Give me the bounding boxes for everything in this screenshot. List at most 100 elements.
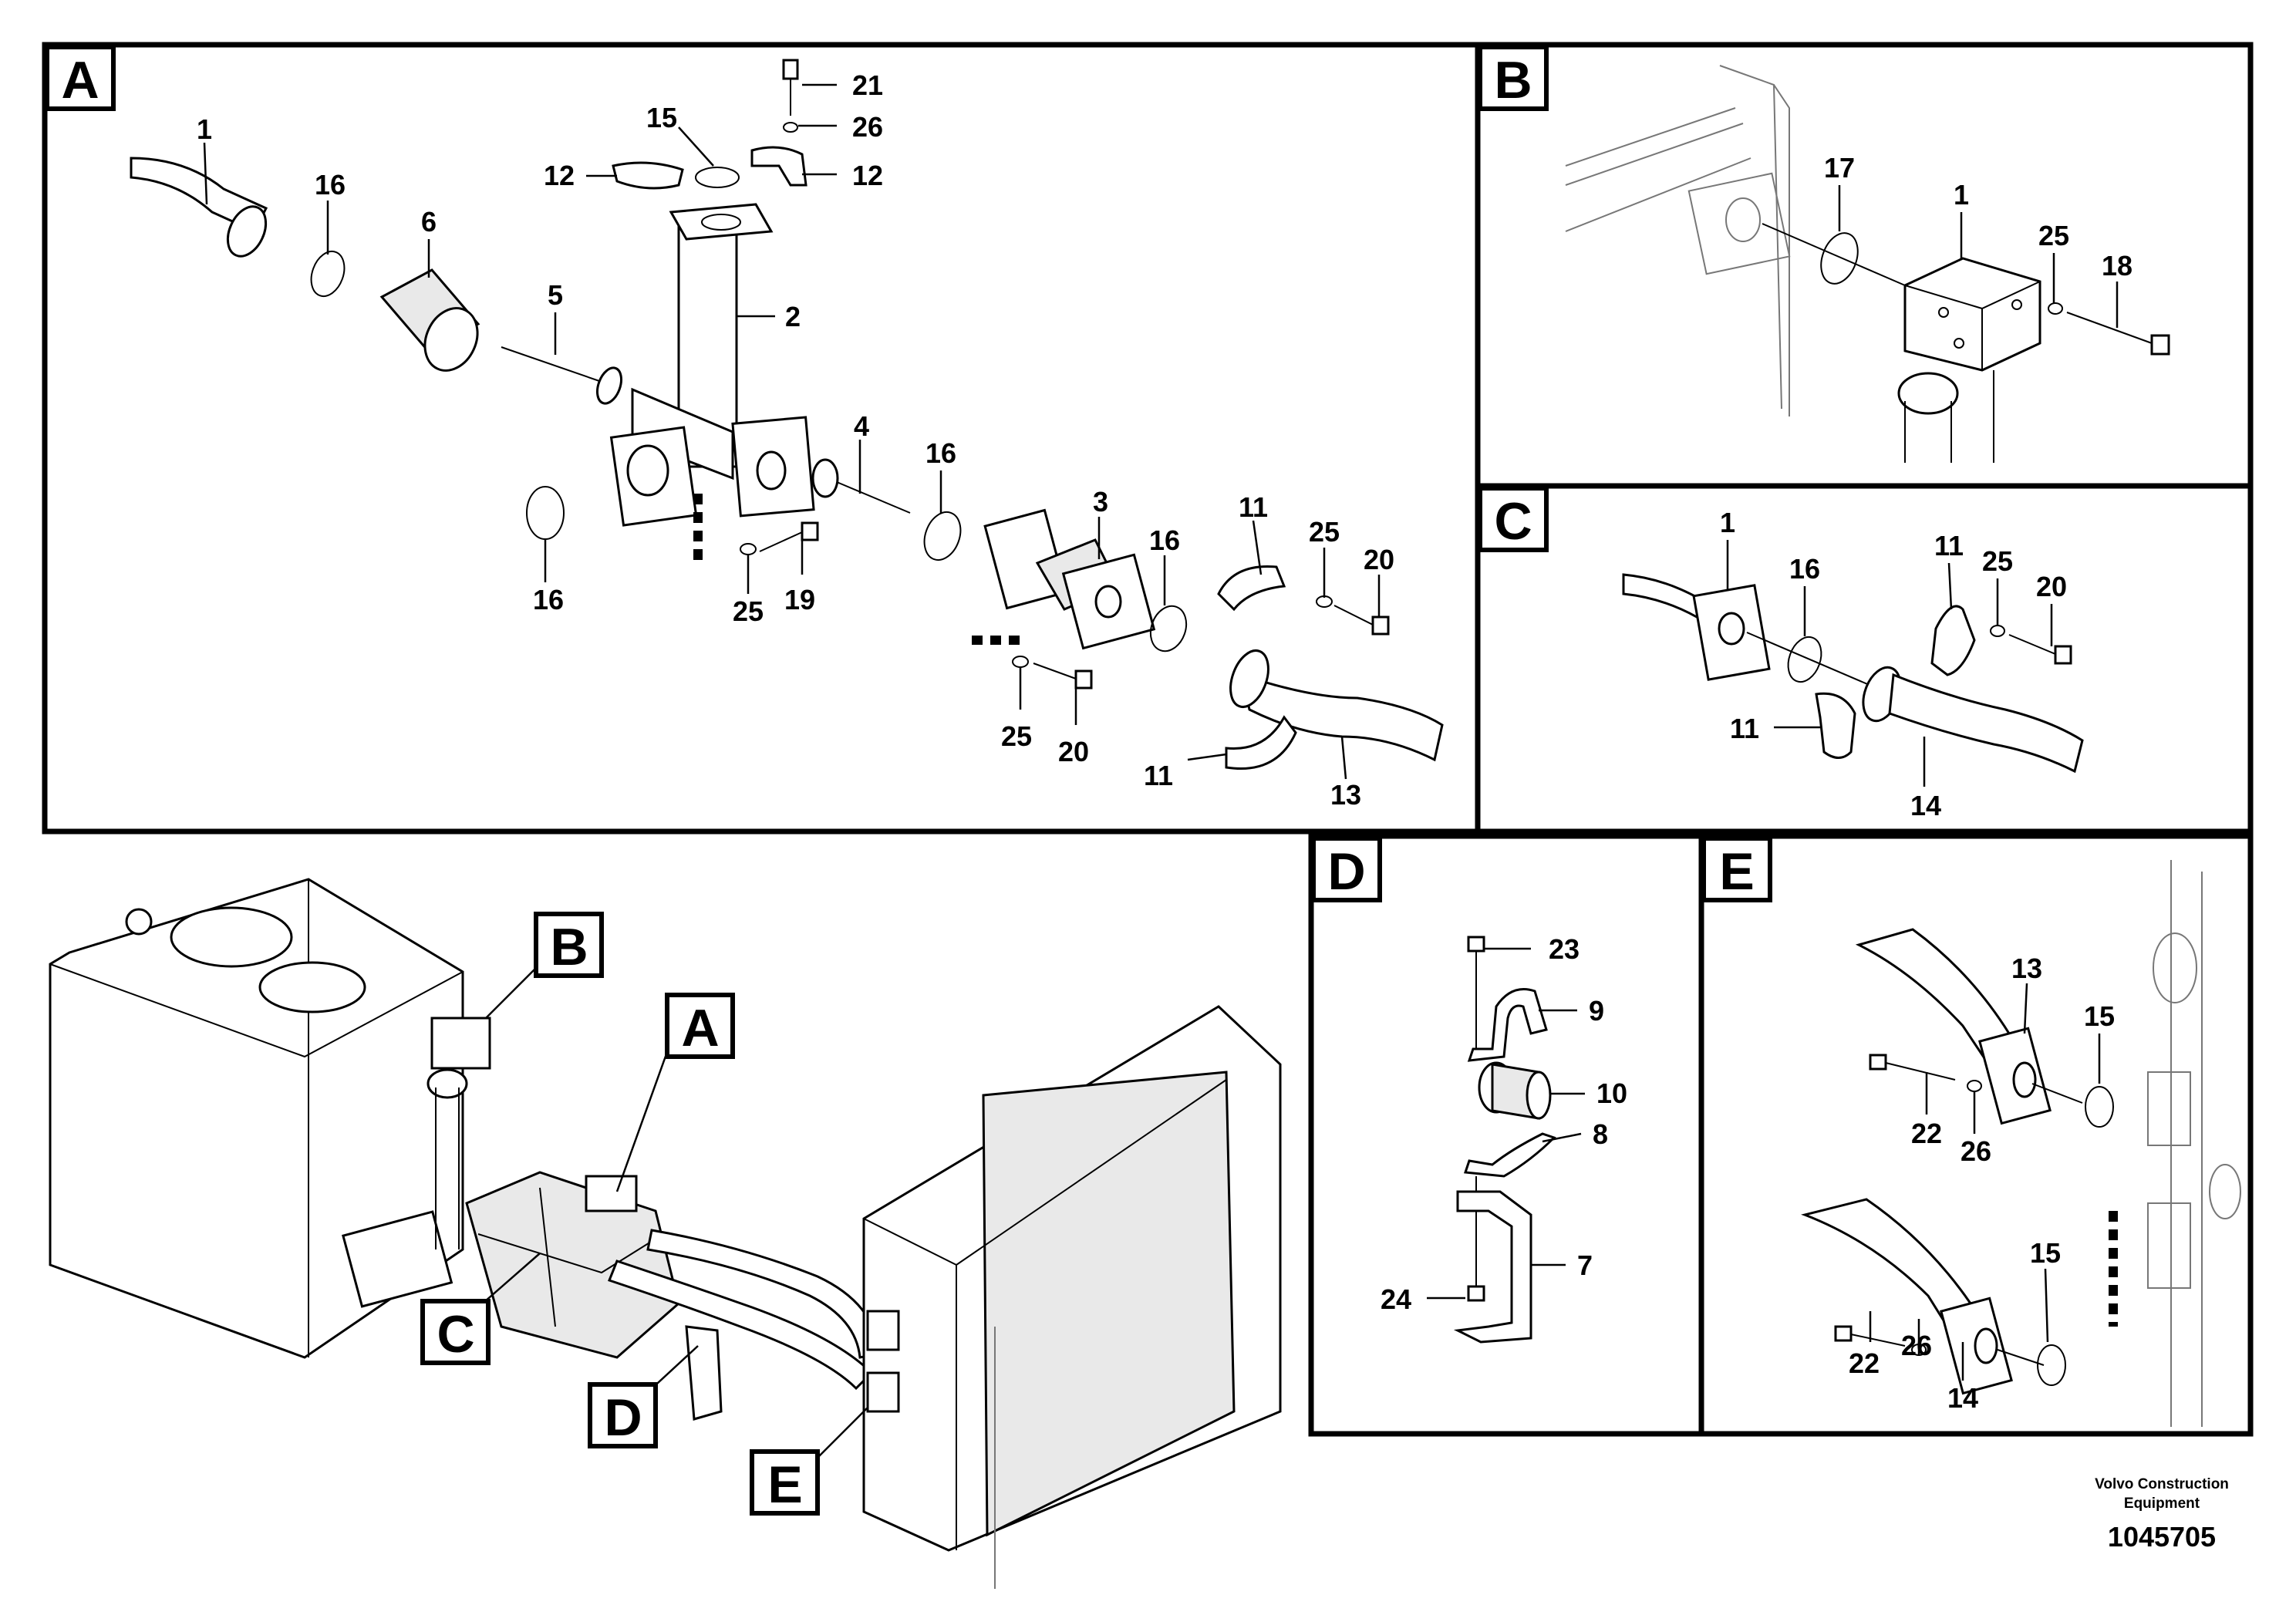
leader-e-15-2 bbox=[2044, 1268, 2049, 1343]
label-a-12-1: 12 bbox=[544, 160, 575, 191]
label-a-20-2: 20 bbox=[1058, 736, 1089, 767]
label-e-14: 14 bbox=[1947, 1382, 1978, 1414]
brand-line-1: Volvo Construction bbox=[2095, 1476, 2229, 1492]
leader-a-15 bbox=[678, 126, 714, 167]
bolt-20-a2 bbox=[1333, 605, 1374, 626]
bolt-20-a2-head bbox=[1371, 615, 1390, 636]
label-d-24: 24 bbox=[1381, 1283, 1411, 1315]
tee-2-flange-top bbox=[669, 203, 774, 241]
washer-25-c bbox=[1990, 625, 2005, 637]
label-a-25-3: 25 bbox=[1001, 720, 1032, 752]
axis-c bbox=[1746, 632, 1883, 691]
label-e-13: 13 bbox=[2011, 953, 2042, 984]
tank-breather bbox=[125, 908, 153, 936]
overview-pipe-b bbox=[426, 1068, 468, 1099]
panel-e-frame bbox=[1698, 833, 2254, 1437]
label-b-1: 1 bbox=[1954, 179, 1969, 211]
label-b-18: 18 bbox=[2102, 250, 2132, 282]
bolt-18-head bbox=[2150, 334, 2170, 356]
leader-a-13 bbox=[1340, 736, 1347, 780]
bolt-22-e1-head bbox=[1869, 1054, 1887, 1071]
bolt-4-head bbox=[811, 458, 839, 498]
bolt-5-head bbox=[595, 366, 623, 405]
cooler-port-upper bbox=[866, 1310, 900, 1351]
callouts: A B C D E bbox=[420, 912, 868, 1516]
panel-c: C 1 16 11 25 20 11 14 bbox=[1475, 483, 2254, 835]
split-flange-11-c2 bbox=[1815, 692, 1856, 759]
bolt-19 bbox=[759, 531, 803, 552]
panel-a-letter-box bbox=[45, 45, 116, 111]
panel-c-frame bbox=[1475, 483, 2254, 835]
label-a-15: 15 bbox=[646, 102, 677, 133]
bolt-20-c-head bbox=[2054, 645, 2072, 665]
overview-bracket-d bbox=[685, 1325, 723, 1421]
split-flange-11-a1 bbox=[1217, 565, 1286, 612]
callout-a-box bbox=[665, 993, 735, 1059]
panel-e-letter-box bbox=[1701, 836, 1772, 902]
clamp-12-a2 bbox=[750, 146, 807, 187]
panel-b-letter-box bbox=[1478, 45, 1549, 111]
bolt-18 bbox=[2066, 312, 2153, 344]
clamp-8 bbox=[1463, 1132, 1556, 1178]
frame-e-hole bbox=[2209, 1164, 2241, 1219]
label-c-11-2: 11 bbox=[1730, 713, 1759, 744]
tank-port-b bbox=[1687, 172, 1791, 275]
o-ring-16-a1 bbox=[310, 250, 346, 298]
leader-a-1 bbox=[203, 142, 208, 205]
bracket-7 bbox=[1453, 1190, 1532, 1344]
label-a-2: 2 bbox=[785, 301, 801, 332]
panel-c-letter: C bbox=[1494, 492, 1532, 551]
pipe-b bbox=[1904, 370, 1994, 463]
block-1-b bbox=[1903, 257, 2041, 372]
callout-b-letter: B bbox=[550, 918, 588, 976]
o-ring-17 bbox=[1820, 232, 1859, 285]
bolt-20-a1-head bbox=[1074, 669, 1093, 690]
label-c-14: 14 bbox=[1910, 790, 1941, 821]
split-flange-11-c1 bbox=[1930, 605, 1976, 676]
callout-c-box bbox=[420, 1299, 491, 1365]
label-a-5: 5 bbox=[548, 279, 563, 311]
block-1-b-hole-3 bbox=[2011, 299, 2022, 310]
panel-d-frame bbox=[1308, 833, 1704, 1437]
callout-b-box bbox=[534, 912, 604, 978]
block-1-b-hole-1 bbox=[1938, 307, 1949, 318]
label-a-12-2: 12 bbox=[852, 160, 883, 191]
label-e-26-1: 26 bbox=[1961, 1135, 1991, 1167]
o-ring-16-c bbox=[1787, 636, 1822, 683]
tank-port-b-hole bbox=[1725, 197, 1761, 242]
label-a-11-1: 11 bbox=[1239, 491, 1268, 523]
label-d-7: 7 bbox=[1577, 1249, 1593, 1281]
washer-26-e1 bbox=[1967, 1080, 1982, 1092]
label-a-3: 3 bbox=[1093, 486, 1108, 518]
callout-e-leader bbox=[817, 1407, 868, 1458]
washer-26-a bbox=[783, 122, 798, 133]
panel-b-frame bbox=[1475, 42, 2254, 489]
panel-b: B 17 1 25 18 bbox=[1475, 42, 2254, 489]
panel-e-letter: E bbox=[1719, 842, 1754, 901]
panel-e: E 13 15 bbox=[1698, 833, 2254, 1437]
pipe-b-end bbox=[1897, 372, 1959, 415]
port-e-lower bbox=[2147, 1202, 2191, 1289]
callout-a-letter: A bbox=[681, 999, 719, 1057]
callout-e-box bbox=[750, 1449, 820, 1516]
label-a-19: 19 bbox=[784, 584, 815, 615]
frame-e bbox=[2170, 860, 2203, 1427]
label-d-10: 10 bbox=[1596, 1077, 1627, 1109]
flange-14-e-port bbox=[1974, 1327, 1998, 1364]
bolt-22-e1 bbox=[1885, 1062, 1956, 1081]
label-a-16-2: 16 bbox=[533, 584, 564, 615]
label-a-1: 1 bbox=[197, 113, 212, 145]
main-pump-detail bbox=[477, 1187, 664, 1327]
label-a-11-2: 11 bbox=[1144, 760, 1173, 791]
leader-e-13 bbox=[2023, 983, 2028, 1034]
callout-c-leader bbox=[477, 1253, 541, 1308]
label-d-23: 23 bbox=[1549, 933, 1580, 965]
o-ring-16-a2 bbox=[526, 486, 565, 540]
panel-d-letter: D bbox=[1327, 842, 1365, 901]
tee-2-port-left bbox=[626, 444, 669, 497]
hose-14-c bbox=[1888, 673, 2084, 774]
bolt-5 bbox=[501, 346, 602, 383]
main-pump bbox=[465, 1171, 680, 1359]
label-c-11-1: 11 bbox=[1934, 530, 1964, 561]
label-a-20-1: 20 bbox=[1364, 544, 1394, 575]
